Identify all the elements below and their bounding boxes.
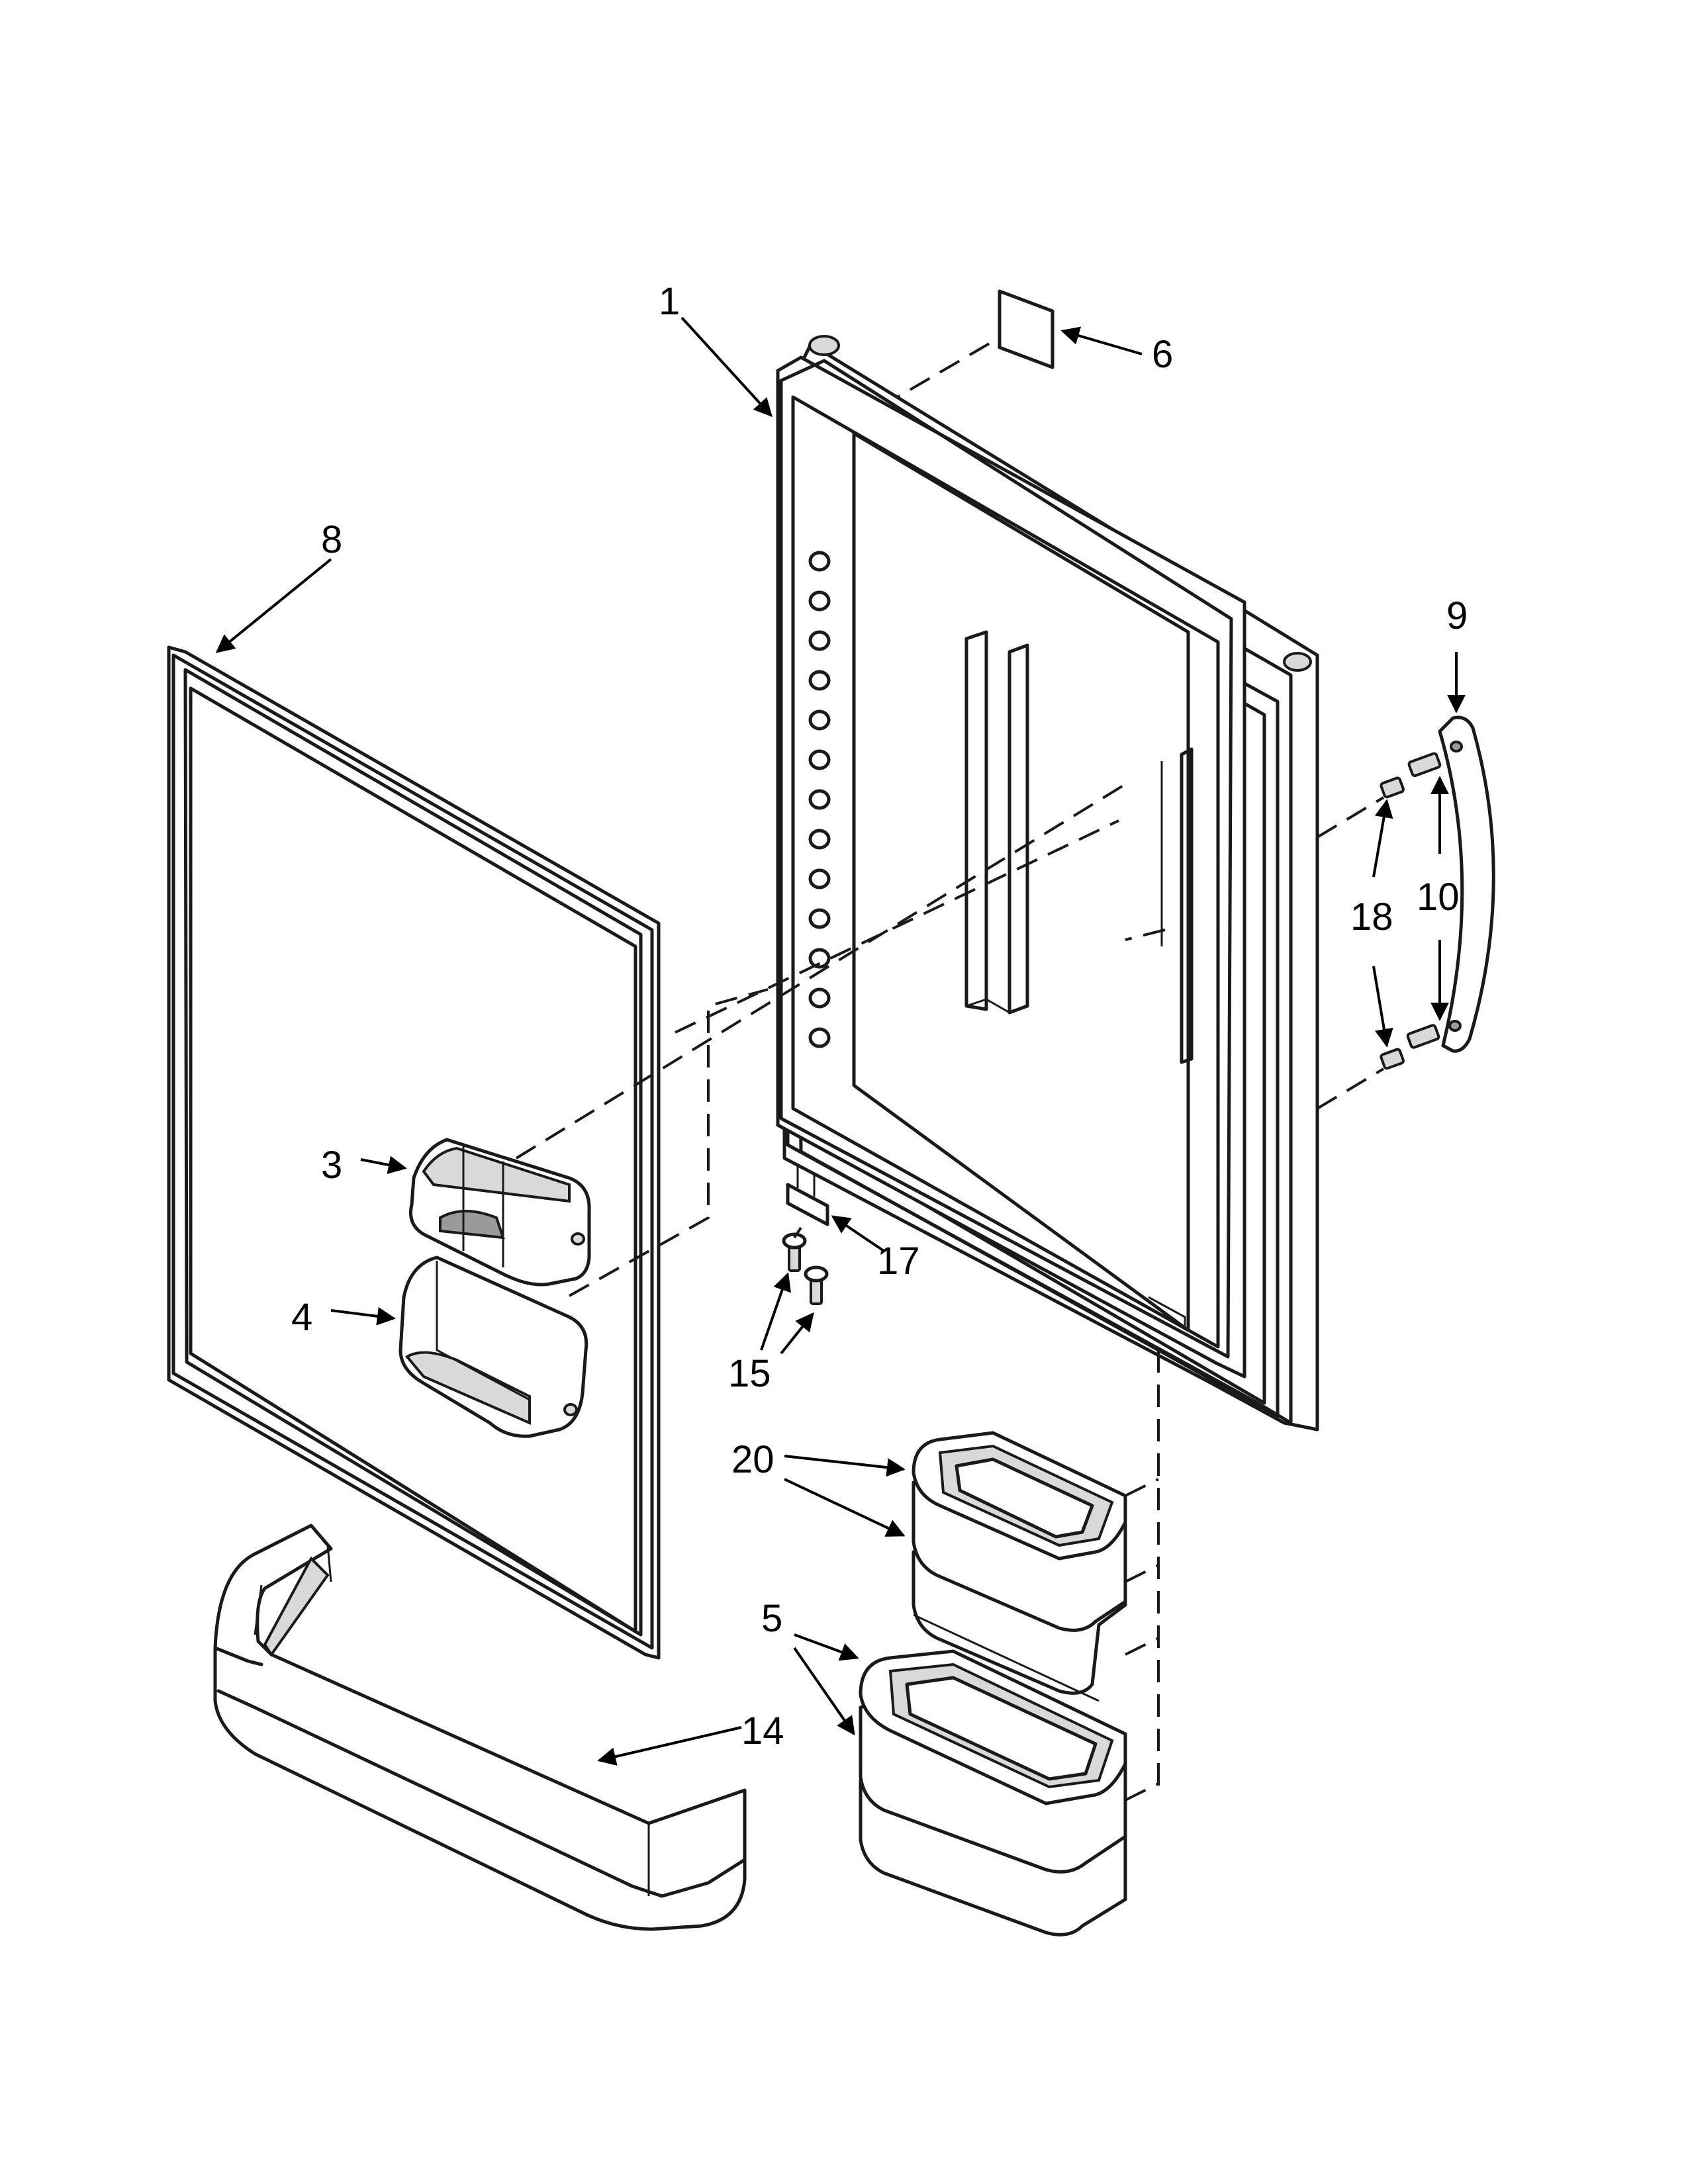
dash-line-15	[793, 1226, 802, 1239]
leader-5-b	[793, 1647, 855, 1736]
leader-8	[215, 558, 332, 653]
dash-line-upper	[675, 819, 1119, 1034]
leader-14	[597, 1726, 742, 1766]
callout-14: 14	[741, 1709, 784, 1752]
callout-6: 6	[1152, 333, 1173, 376]
callout-9: 9	[1446, 594, 1468, 637]
part-18-screws	[1380, 776, 1405, 1070]
part-6-label	[998, 289, 1055, 369]
leader-4	[330, 1306, 396, 1326]
callout-labels: 1 3 4 5 6 8 9 10 14 15 17 18 20	[291, 280, 1468, 1752]
dash-line-bin-a	[1125, 1478, 1159, 1497]
callout-3: 3	[321, 1144, 342, 1187]
leader-18-top	[1372, 799, 1393, 878]
leader-20-a	[784, 1455, 906, 1477]
callout-5: 5	[761, 1597, 782, 1640]
part-8-gasket	[167, 645, 661, 1660]
dash-line-bin-d	[1125, 1782, 1159, 1801]
part-3-cover	[409, 1138, 591, 1287]
dash-line-bin-b	[1125, 1564, 1159, 1583]
leader-17	[831, 1215, 885, 1252]
callout-8: 8	[321, 518, 342, 561]
leader-20-b	[784, 1478, 906, 1537]
callout-20: 20	[731, 1438, 774, 1481]
leader-15-a	[760, 1272, 791, 1351]
part-9-handle	[1438, 715, 1495, 1053]
part-14-shelf	[213, 1524, 747, 1931]
leader-15-b	[780, 1312, 814, 1355]
callout-10: 10	[1417, 876, 1460, 919]
callout-1: 1	[659, 280, 680, 323]
liner-bumps	[808, 551, 831, 1048]
callout-17: 17	[877, 1240, 920, 1283]
leader-1	[680, 316, 773, 418]
dash-line-18-bottom	[1316, 1068, 1385, 1110]
callout-15: 15	[728, 1352, 771, 1395]
dash-line-side	[1125, 929, 1166, 941]
leaders	[215, 316, 1466, 1766]
part-15-screws	[782, 1232, 829, 1305]
dash-line-3	[515, 783, 1127, 1160]
leader-5-a	[794, 1633, 859, 1661]
part-17-bracket	[786, 1165, 829, 1226]
leader-6	[1060, 326, 1143, 355]
dash-line-6	[879, 336, 1001, 408]
leader-3	[360, 1156, 407, 1174]
dash-line-bin-c	[1125, 1637, 1159, 1656]
callout-4: 4	[291, 1296, 312, 1339]
leader-18-bottom	[1372, 966, 1393, 1048]
part-10-screws	[1406, 752, 1442, 1049]
part-4-bin	[399, 1255, 588, 1438]
callout-18: 18	[1350, 895, 1393, 938]
dash-line-18-top	[1316, 796, 1385, 839]
dash-line-4	[569, 988, 769, 1297]
part-1-door	[776, 335, 1319, 1432]
part-5-bins	[859, 1649, 1127, 1936]
part-20-bins	[912, 1431, 1127, 1702]
